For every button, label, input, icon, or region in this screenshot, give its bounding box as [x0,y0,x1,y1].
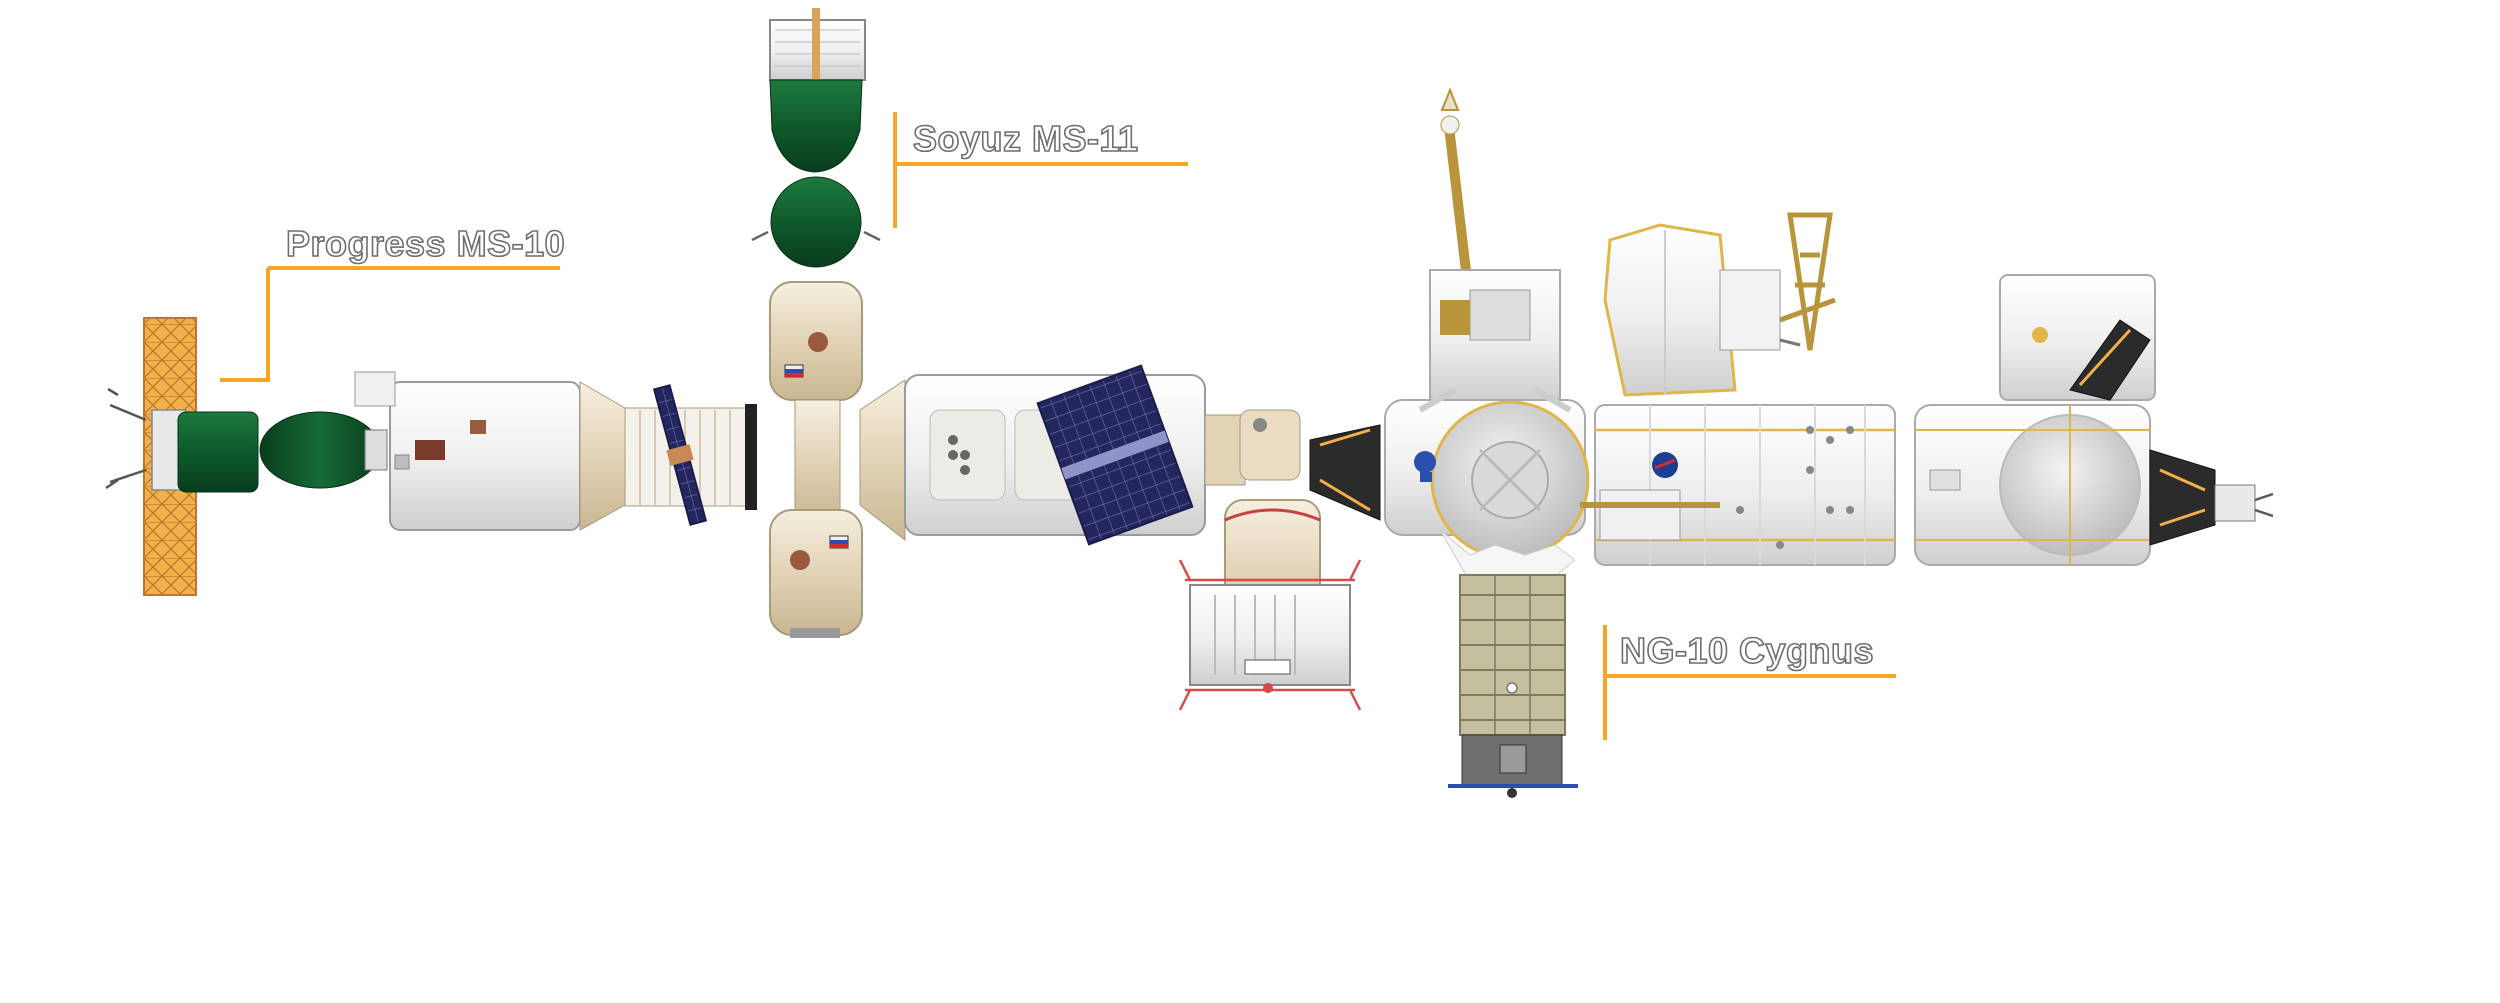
zarya-solar-array [1036,364,1194,546]
zvezda-aft-ring [745,404,757,510]
node-hatch [790,550,810,570]
zvezda-panel [470,420,486,434]
destiny-external-box [1599,489,1681,541]
zarya-cone [859,379,906,542]
soyuz-orbital-module [770,176,862,268]
harmony-node [1914,274,2156,566]
unity-node [1384,399,1590,591]
poisk-node-cross [769,281,863,638]
airlock-body [1603,223,1737,397]
lower-node-port [790,628,840,638]
progress-label: Progress MS-10 [285,222,566,265]
node-hatch [808,332,828,352]
cygnus-spacecraft [1448,574,1578,798]
rassvet-top [1239,409,1301,481]
destiny-lab [1580,404,1896,566]
quest-airlock [1603,212,1836,397]
soyuz-tower-rod [812,8,820,98]
nasa-logo-icon [1414,451,1436,473]
soyuz-label: Soyuz MS-11 [912,117,1139,160]
progress-antenna [105,387,147,490]
cygnus-leader-line [1603,625,1896,740]
cygnus-label: NG-10 Cygnus [1619,629,1875,672]
progress-docking-probe [364,429,388,471]
zvezda-panel [415,440,445,460]
zvezda-antenna-box [354,371,396,407]
lower-node [769,509,863,636]
cygnus-pressurized-module [1459,574,1566,736]
soyuz-descent-module [769,79,863,173]
progress-spacecraft [105,317,388,596]
airlock-equipment [1719,269,1781,351]
harmony-top-adapter [2069,319,2151,401]
progress-body [177,411,259,493]
central-node [794,399,841,521]
forward-docking-port [2214,484,2256,522]
soyuz-leader-line [893,112,1188,228]
rassvet-hatch [1244,659,1291,675]
zvezda-hatch [394,454,410,470]
pma-adapter [1204,414,1246,486]
usa-flag-icon [1420,472,1432,482]
zvezda-module [354,371,757,531]
cygnus-solar-array-edge [1448,784,1578,788]
progress-leader-line [220,266,560,382]
rassvet-module [1178,409,1362,711]
node-connector-truss [1309,424,1381,521]
soyuz-antennas [751,230,881,242]
zvezda-solar-array [652,384,708,526]
zvezda-cone [579,381,626,531]
soyuz-spacecraft [751,8,881,268]
canadarm [1418,87,1572,413]
harmony-forward-pma [2149,449,2216,546]
progress-cargo-sphere [259,411,381,489]
